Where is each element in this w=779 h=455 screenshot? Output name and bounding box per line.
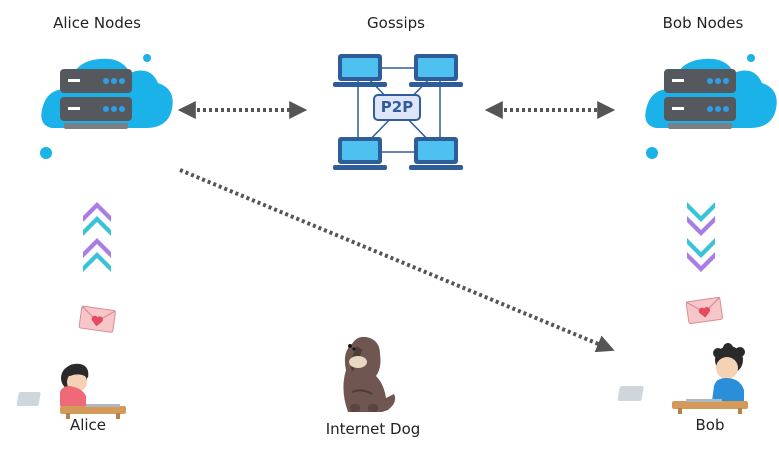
bob-nodes-title: Bob Nodes xyxy=(662,14,744,32)
alice-cloud-dot-top xyxy=(143,54,151,62)
bob-love-letter-icon xyxy=(685,296,724,325)
alice-to-bob-arrow xyxy=(179,168,615,353)
upload-chevrons-icon xyxy=(83,202,111,272)
alice-cloud-dot-bottom xyxy=(40,147,52,159)
bob-nodes-icon xyxy=(645,58,777,129)
bob-cloud-dot-bottom xyxy=(646,147,658,159)
p2p-network-icon xyxy=(333,54,463,170)
p2p-label: P2P xyxy=(380,98,414,116)
alice-nodes-icon xyxy=(41,58,173,129)
gossips-title: Gossips xyxy=(367,14,425,32)
bob-label: Bob xyxy=(695,416,725,434)
bob-cloud-dot-top xyxy=(747,54,755,62)
alice-love-letter-icon xyxy=(78,305,117,334)
alice-label: Alice xyxy=(69,416,107,434)
alice-person-icon xyxy=(16,363,126,419)
bob-person-icon xyxy=(617,343,748,414)
alice-nodes-title: Alice Nodes xyxy=(53,14,141,32)
download-chevrons-icon xyxy=(687,202,715,272)
internet-dog-label: Internet Dog xyxy=(325,420,421,438)
dog-icon xyxy=(343,336,396,412)
